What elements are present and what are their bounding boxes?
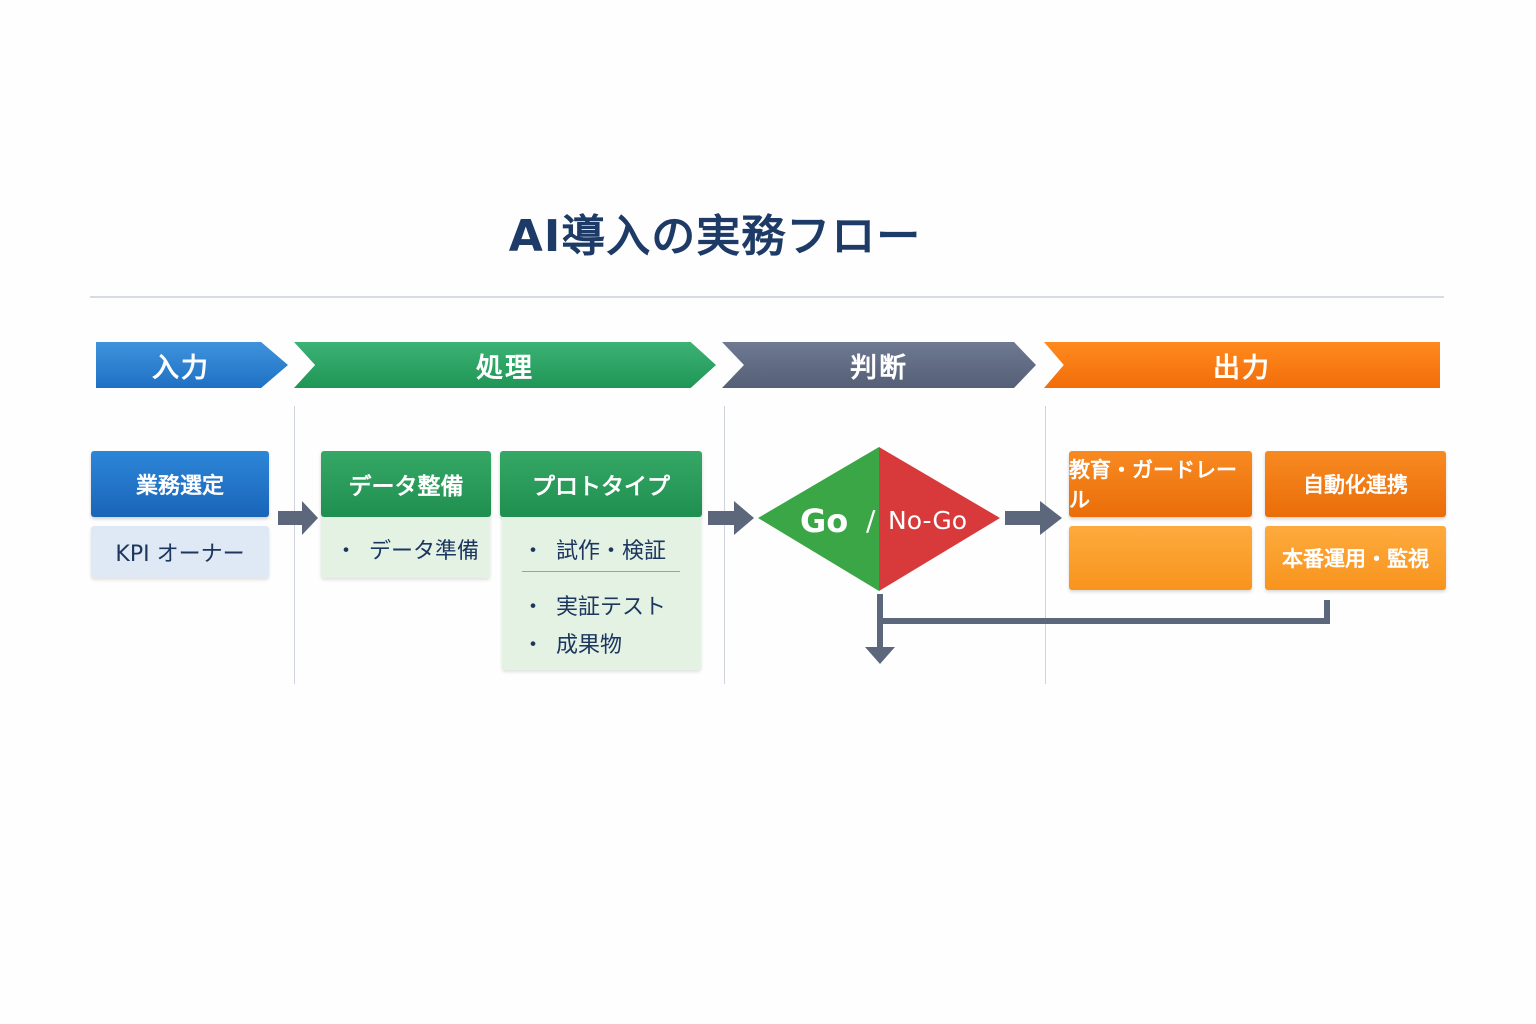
page-title: AI導入の実務フロー (508, 211, 922, 262)
go-half (758, 447, 879, 591)
prototype-item: ・実証テスト (522, 589, 666, 621)
prototype-header: プロトタイプ (500, 451, 702, 517)
column-divider (724, 406, 725, 684)
arrow-right-icon (278, 501, 318, 535)
output-empty-box (1069, 526, 1252, 590)
arrow-right-icon (1005, 501, 1062, 535)
go-nogo-separator: / (866, 504, 876, 537)
phase-input-label: 入力 (152, 352, 210, 384)
output-operation-box: 本番運用・監視 (1265, 526, 1446, 590)
phase-judge-label: 判断 (850, 352, 908, 384)
bullet-dot: ・ (335, 539, 358, 564)
decision-diamond (758, 447, 1000, 591)
bullet-dot: ・ (522, 633, 545, 658)
nogo-label: No-Go (888, 506, 968, 535)
prototype-item-label: 成果物 (556, 633, 623, 658)
title-divider (90, 296, 1444, 298)
phase-process-label: 処理 (476, 352, 534, 384)
nogo-half (879, 447, 1000, 591)
phase-judge: 判断 (722, 342, 1036, 388)
output-training-box: 教育・ガードレール (1069, 451, 1252, 517)
phase-input: 入力 (96, 342, 288, 388)
data-prep-body: ・データ準備 (321, 517, 490, 578)
bullet-dot: ・ (522, 595, 545, 620)
output-automation-box: 自動化連携 (1265, 451, 1446, 517)
data-prep-header: データ整備 (321, 451, 491, 517)
bullet-dot: ・ (522, 539, 545, 564)
column-divider (294, 406, 295, 684)
prototype-item: ・成果物 (522, 627, 622, 659)
data-prep-item-label: データ準備 (369, 539, 480, 564)
prototype-body: ・試作・検証 ・実証テスト ・成果物 (502, 517, 701, 670)
input-sub-box: KPI オーナー (91, 526, 269, 578)
data-prep-item: ・データ準備 (335, 533, 479, 565)
column-divider (1045, 406, 1046, 684)
feedback-connector (881, 600, 1330, 624)
prototype-divider (522, 571, 680, 572)
prototype-item: ・試作・検証 (522, 533, 666, 565)
phase-output-label: 出力 (1213, 352, 1271, 384)
prototype-item-label: 実証テスト (556, 595, 667, 620)
arrow-down-icon (865, 647, 895, 664)
arrow-right-icon (708, 501, 754, 535)
phase-output: 出力 (1044, 342, 1440, 388)
input-main-box: 業務選定 (91, 451, 269, 517)
phase-process: 処理 (294, 342, 716, 388)
go-label: Go (800, 502, 849, 540)
prototype-item-label: 試作・検証 (556, 539, 667, 564)
